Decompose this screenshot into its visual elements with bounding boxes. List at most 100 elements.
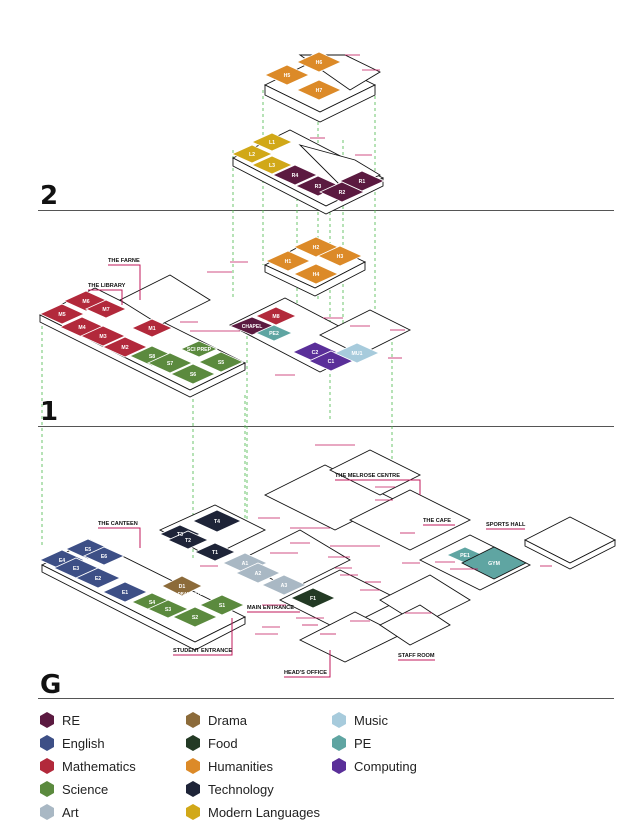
- room-pe2: [255, 324, 293, 342]
- legend-item-computing: Computing: [332, 758, 417, 774]
- room-s7: [147, 352, 193, 374]
- room-label: E6: [101, 554, 107, 560]
- legend-label: English: [62, 735, 105, 751]
- legend-swatch: [40, 712, 54, 728]
- room-label: S1: [219, 603, 225, 609]
- room-label: E2: [95, 576, 101, 582]
- callout-the-library: THE LIBRARY: [88, 283, 126, 289]
- room-m1: [131, 318, 173, 338]
- drama-studio-label: DRAMA STUDIO: [178, 591, 211, 596]
- room-label: M6: [82, 299, 89, 305]
- room-label: L2: [249, 152, 255, 158]
- building-outline: [524, 516, 616, 564]
- room-label: L3: [269, 163, 275, 169]
- legend-item-re: RE: [40, 712, 80, 728]
- room-label: S4: [149, 600, 155, 606]
- floor-label-g: G: [40, 670, 62, 700]
- legend-swatch: [186, 781, 200, 797]
- room-label: PE1: [460, 553, 470, 559]
- room-label: A1: [242, 561, 249, 567]
- floor-label-1: 1: [40, 397, 59, 427]
- legend-item-drama: Drama: [186, 712, 247, 728]
- room-gym: [461, 546, 527, 580]
- legend-swatch: [332, 712, 346, 728]
- callout-heads-office: HEAD'S OFFICE: [284, 670, 327, 676]
- room-label: S8: [149, 354, 155, 360]
- room-label: E4: [59, 558, 65, 564]
- room-label: MU1: [352, 351, 363, 357]
- legend-label: Music: [354, 712, 388, 728]
- legend-swatch: [332, 758, 346, 774]
- callout-leader: [173, 618, 233, 656]
- legend-item-pe: PE: [332, 735, 371, 751]
- room-labels: H6H5H7L1L2L3R4R3R2R1H2H1H3H4M6M7M5M4M3M2…: [58, 60, 500, 621]
- room-label: M8: [272, 314, 279, 320]
- room-m5: [39, 303, 85, 325]
- room-a2: [235, 562, 281, 584]
- room-l2: [231, 144, 273, 164]
- legend-swatch: [186, 758, 200, 774]
- room-t2: [167, 530, 209, 550]
- legend-swatch: [40, 804, 54, 820]
- building-outline: [264, 261, 366, 297]
- room-label: D1: [179, 584, 186, 590]
- room-m3: [80, 325, 126, 347]
- room-label: E1: [122, 590, 128, 596]
- room-label: R4: [292, 173, 299, 179]
- room-label: M7: [102, 307, 109, 313]
- room-label: H1: [285, 259, 292, 265]
- legend-swatch: [40, 781, 54, 797]
- legend-label: Technology: [208, 781, 274, 797]
- room-d1: [161, 575, 203, 597]
- room-label: S3: [165, 607, 171, 613]
- building-outline: [41, 564, 246, 651]
- room-label: A2: [255, 571, 262, 577]
- legend-swatch: [40, 758, 54, 774]
- room-label: R1: [359, 179, 366, 185]
- legend-item-technology: Technology: [186, 781, 274, 797]
- room-m2: [102, 336, 148, 358]
- floor-label-2: 2: [40, 181, 59, 211]
- callout-main-entrance: MAIN ENTRANCE: [247, 605, 294, 611]
- room-sci-prep: [180, 340, 218, 358]
- room-label: T3: [177, 532, 183, 538]
- room-s5: [198, 351, 244, 373]
- floor-divider-g: [38, 698, 614, 699]
- callout-the-cafe: THE CAFE: [423, 518, 451, 524]
- room-h3: [317, 245, 363, 267]
- room-e1: [102, 581, 148, 603]
- room-label: H5: [284, 73, 291, 79]
- building-outline: [524, 539, 616, 570]
- room-label: S6: [190, 372, 196, 378]
- legend-label: Modern Languages: [208, 804, 321, 820]
- legend-label: RE: [62, 712, 81, 728]
- room-m8: [255, 306, 297, 326]
- legend-label: Food: [208, 735, 238, 751]
- room-label: SCI PREP: [187, 347, 212, 353]
- legend-label: Science: [62, 781, 109, 797]
- legend-swatch: [332, 735, 346, 751]
- room-h4: [293, 263, 339, 285]
- legend-swatch: [186, 735, 200, 751]
- legend-item-english: English: [40, 735, 105, 751]
- callout-the-farne: THE FARNE: [108, 258, 140, 264]
- room-label: PE2: [269, 331, 279, 337]
- room-a3: [261, 574, 307, 596]
- room-s2: [172, 606, 218, 628]
- legend-label: Mathematics: [62, 758, 136, 774]
- callout-leader: [108, 264, 141, 300]
- room-label: C2: [312, 350, 319, 356]
- room-l3: [251, 155, 293, 175]
- building-outline: [39, 314, 246, 398]
- room-label: R3: [315, 184, 322, 190]
- room-label: T4: [214, 519, 220, 525]
- room-label: E3: [73, 566, 79, 572]
- rooms: [39, 51, 527, 628]
- room-label: M2: [121, 345, 128, 351]
- legend-swatch: [186, 712, 200, 728]
- room-label: C1: [328, 359, 335, 365]
- legend-item-art: Art: [40, 804, 79, 820]
- room-s3: [147, 599, 189, 619]
- room-t1: [194, 542, 236, 562]
- callout-leader: [88, 289, 123, 305]
